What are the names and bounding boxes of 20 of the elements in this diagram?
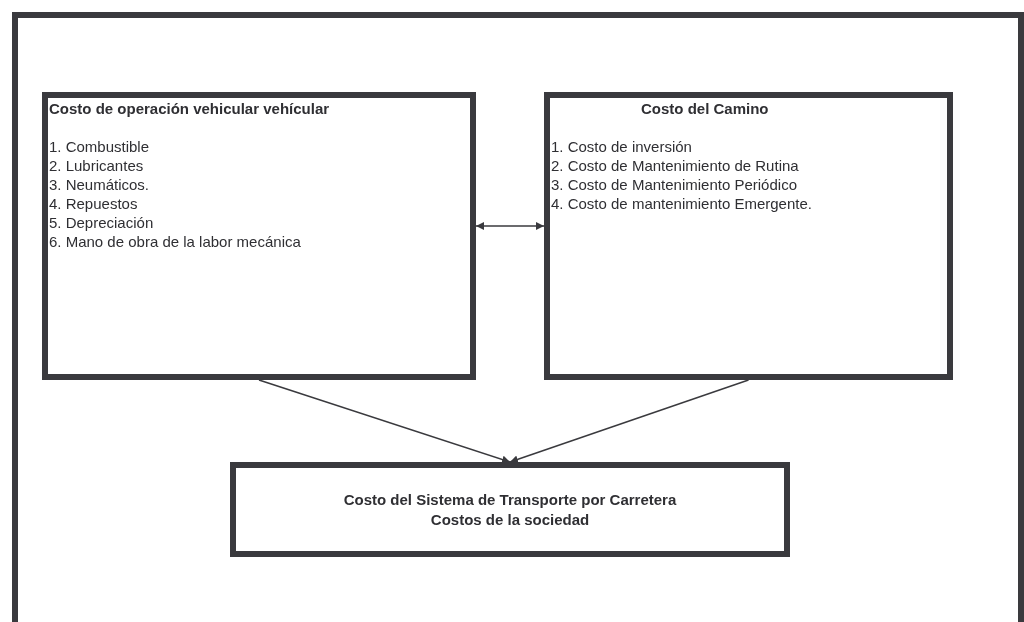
list-item: 1. Costo de inversión <box>551 137 692 156</box>
list-item: 1. Combustible <box>49 137 150 156</box>
process-box <box>230 462 790 557</box>
list-item: 3. Costo de Mantenimiento Periódico <box>551 175 797 194</box>
box-title: Costo de operación vehicular vehícular <box>49 99 330 118</box>
arrow <box>509 379 750 464</box>
list-item: 6. Mano de obra de la labor mecánica <box>49 232 301 251</box>
list-item: 5. Depreciación <box>49 213 154 232</box>
list-item: 4. Costo de mantenimiento Emergente. <box>551 194 812 213</box>
arrow <box>258 379 511 464</box>
arrow <box>475 222 545 230</box>
list-item: 4. Repuestos <box>49 194 138 213</box>
box-title: Costo del Camino <box>641 99 769 118</box>
process-box <box>42 92 476 380</box>
list-item: 2. Lubricantes <box>49 156 144 175</box>
box-title: Costos de la sociedad <box>430 509 590 530</box>
list-item: 3. Neumáticos. <box>49 175 150 194</box>
box-title: Costo del Sistema de Transporte por Carretera <box>343 489 677 510</box>
process-box <box>544 92 953 380</box>
list-item: 2. Costo de Mantenimiento de Rutina <box>551 156 799 175</box>
